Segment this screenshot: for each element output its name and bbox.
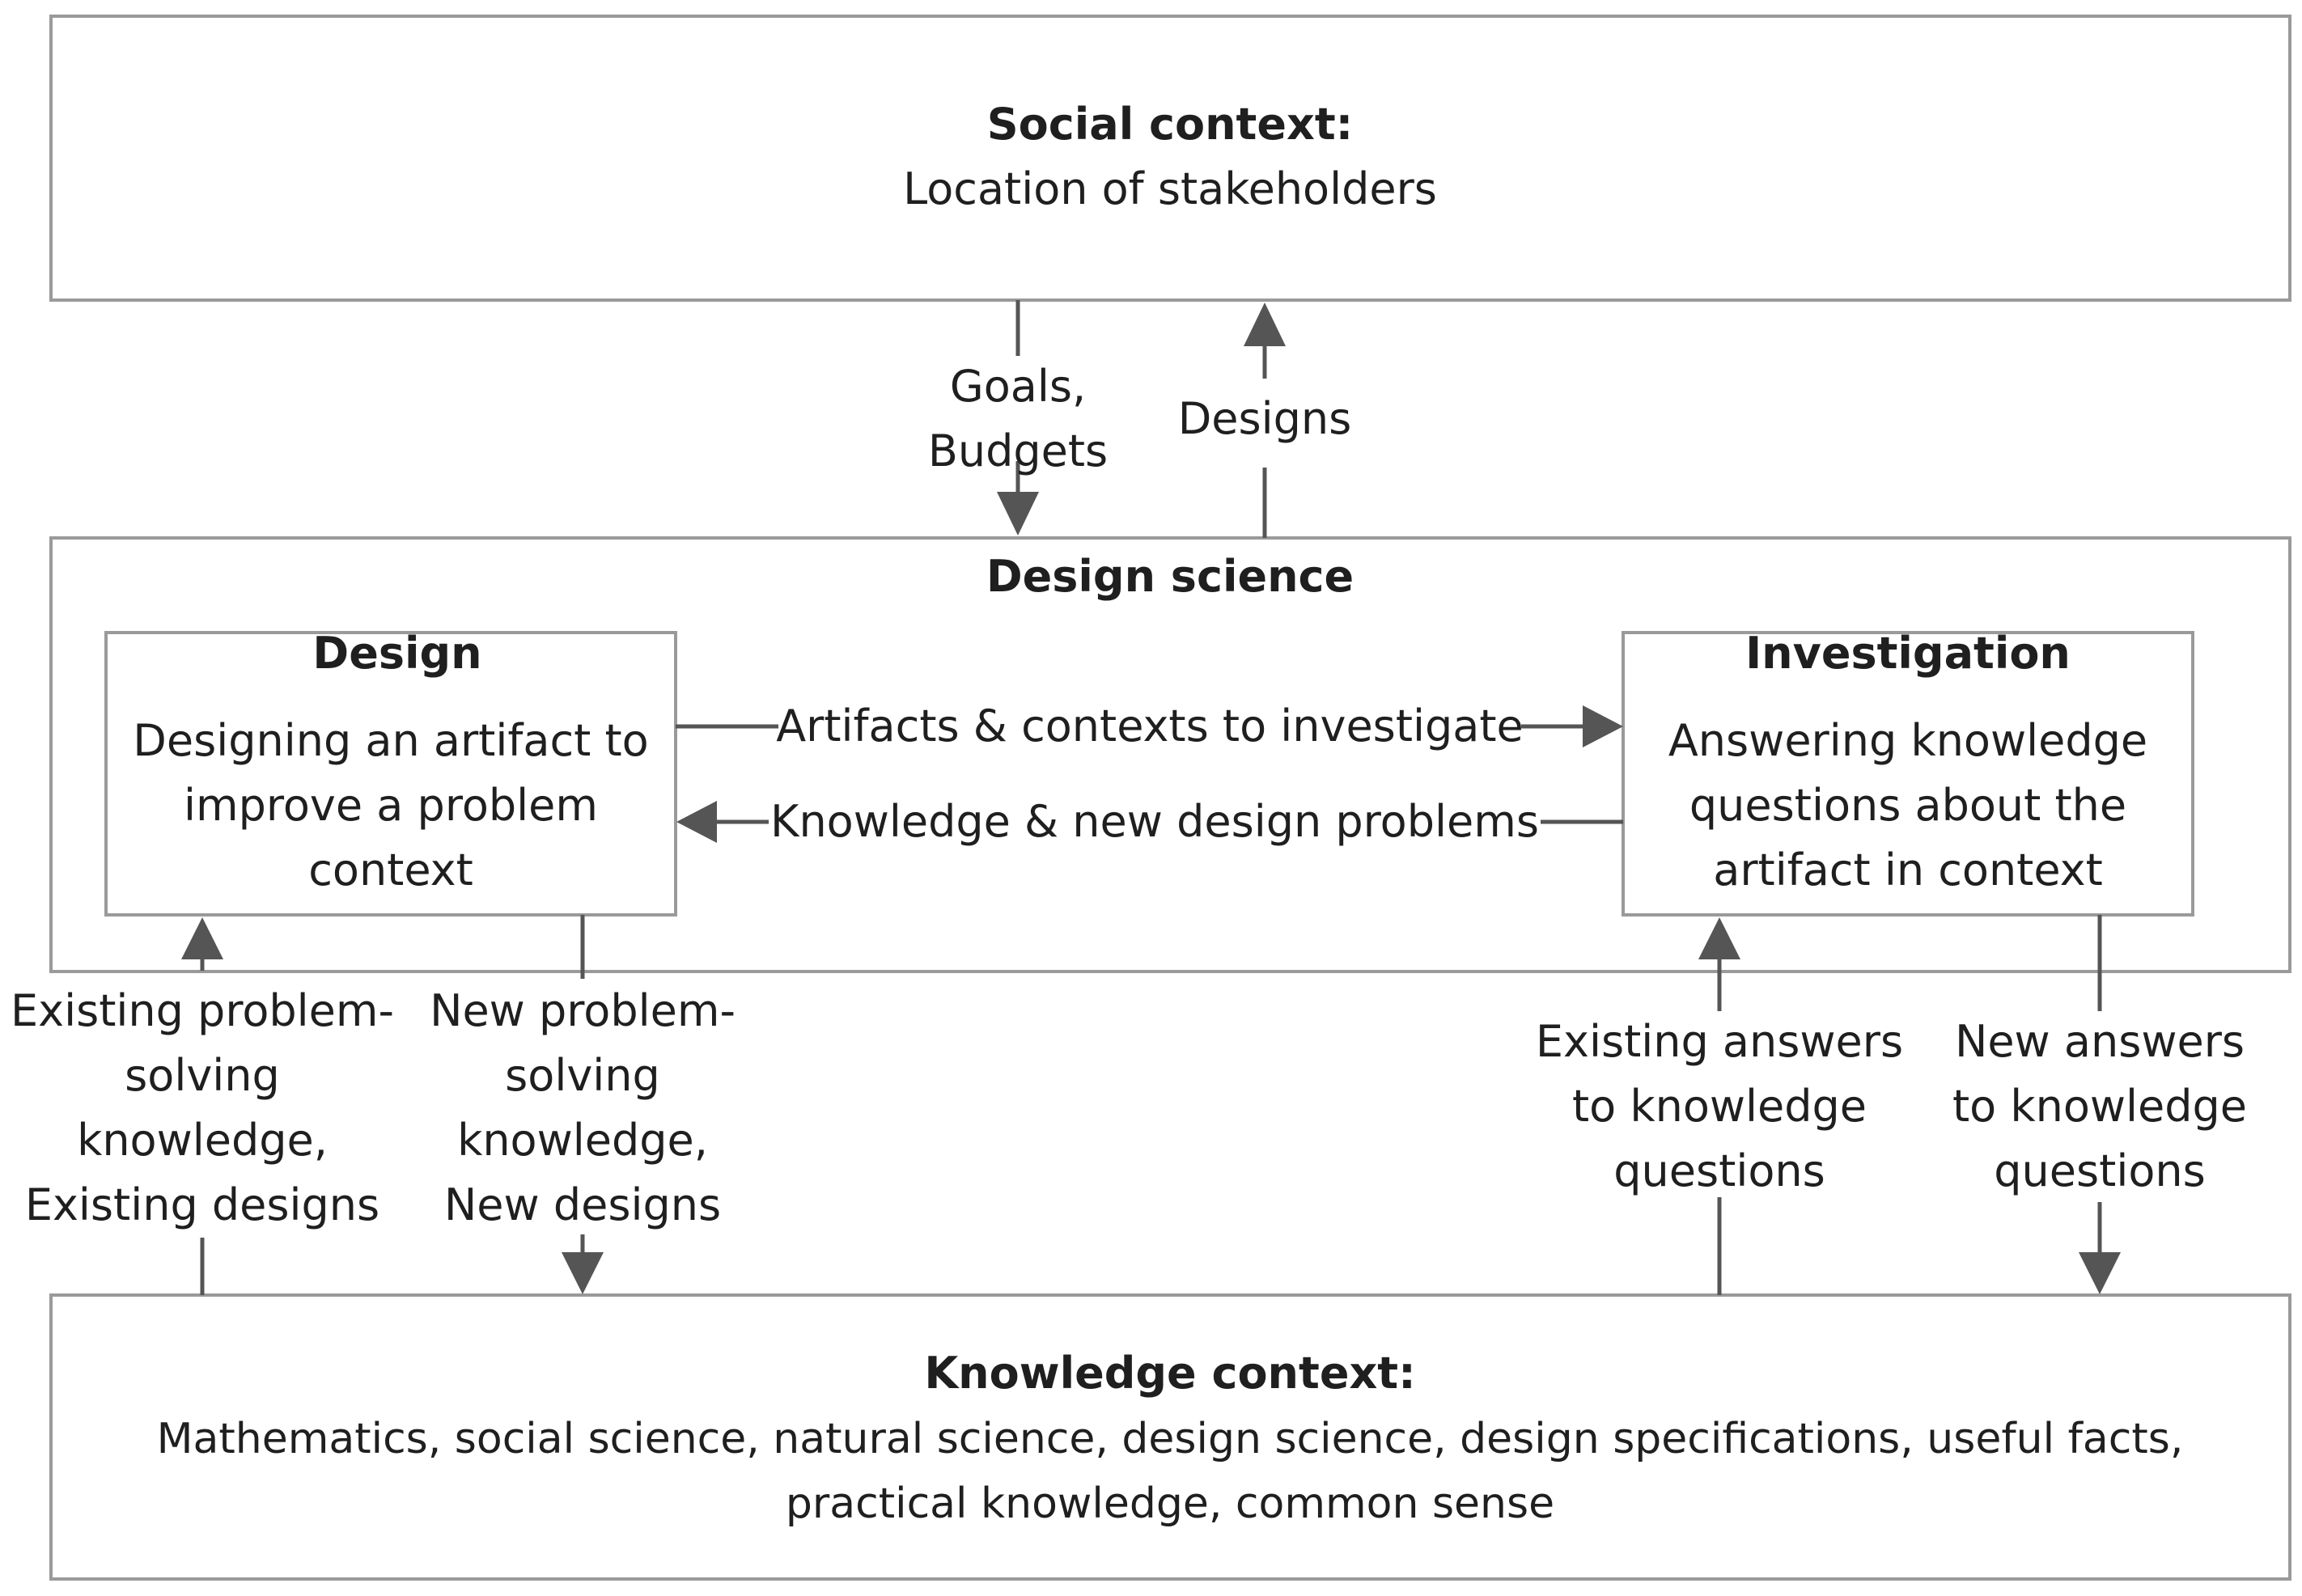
new-problem-label-1: New problem- bbox=[430, 985, 736, 1036]
knowledge-problems-label: Knowledge & new design problems bbox=[770, 796, 1539, 847]
knowledge-context-box bbox=[49, 1293, 2291, 1581]
existing-problem-arrow-head bbox=[181, 917, 223, 959]
new-answers-label-3: questions bbox=[1994, 1145, 2205, 1196]
new-problem-label-4: New designs bbox=[444, 1179, 721, 1230]
existing-problem-label-4: Existing designs bbox=[25, 1179, 379, 1230]
existing-answers-label-1: Existing answers bbox=[1536, 1016, 1903, 1067]
social-context-title: Social context: bbox=[987, 99, 1354, 150]
artifacts-label: Artifacts & contexts to investigate bbox=[776, 701, 1524, 751]
existing-answers-label-2: to knowledge bbox=[1572, 1081, 1867, 1132]
existing-problem-label-1: Existing problem- bbox=[11, 985, 394, 1036]
investigation-box bbox=[1622, 631, 2194, 917]
design-science-title: Design science bbox=[986, 551, 1354, 602]
new-problem-label-3: knowledge, bbox=[457, 1115, 708, 1166]
knowledge-context-line-2: practical knowledge, common sense bbox=[786, 1480, 1554, 1528]
design-line-1: Designing an artifact to bbox=[133, 715, 648, 766]
social-context-subtitle: Location of stakeholders bbox=[903, 163, 1437, 214]
knowledge-problems-arrow-head bbox=[676, 801, 717, 843]
goals-budgets-arrow-head bbox=[997, 492, 1039, 536]
existing-answers-arrow-head bbox=[1698, 917, 1740, 959]
new-problem-label-2: solving bbox=[505, 1050, 660, 1101]
knowledge-context-title: Knowledge context: bbox=[924, 1348, 1415, 1399]
existing-problem-label-2: solving bbox=[125, 1050, 280, 1101]
investigation-line-1: Answering knowledge bbox=[1668, 715, 2147, 766]
goals-budgets-label-2: Budgets bbox=[928, 425, 1108, 476]
existing-problem-label-3: knowledge, bbox=[77, 1115, 328, 1166]
designs-label: Designs bbox=[1178, 393, 1352, 444]
new-problem-arrow-head bbox=[562, 1252, 604, 1294]
design-title: Design bbox=[312, 628, 481, 679]
investigation-line-2: questions about the bbox=[1689, 780, 2126, 831]
existing-answers-label-3: questions bbox=[1613, 1145, 1825, 1196]
design-line-3: context bbox=[308, 845, 473, 895]
designs-arrow-head bbox=[1244, 303, 1286, 346]
new-answers-arrow-head bbox=[2079, 1252, 2121, 1294]
goals-budgets-label-1: Goals, bbox=[950, 361, 1086, 412]
new-answers-label-1: New answers bbox=[1955, 1016, 2245, 1067]
design-box bbox=[104, 631, 677, 917]
design-line-2: improve a problem bbox=[184, 780, 598, 831]
new-answers-label-2: to knowledge bbox=[1952, 1081, 2247, 1132]
social-context-box bbox=[49, 15, 2291, 302]
artifacts-arrow-head bbox=[1583, 705, 1623, 747]
knowledge-context-line-1: Mathematics, social science, natural sci… bbox=[157, 1415, 2184, 1463]
investigation-line-3: artifact in context bbox=[1713, 845, 2103, 895]
investigation-title: Investigation bbox=[1745, 628, 2071, 679]
